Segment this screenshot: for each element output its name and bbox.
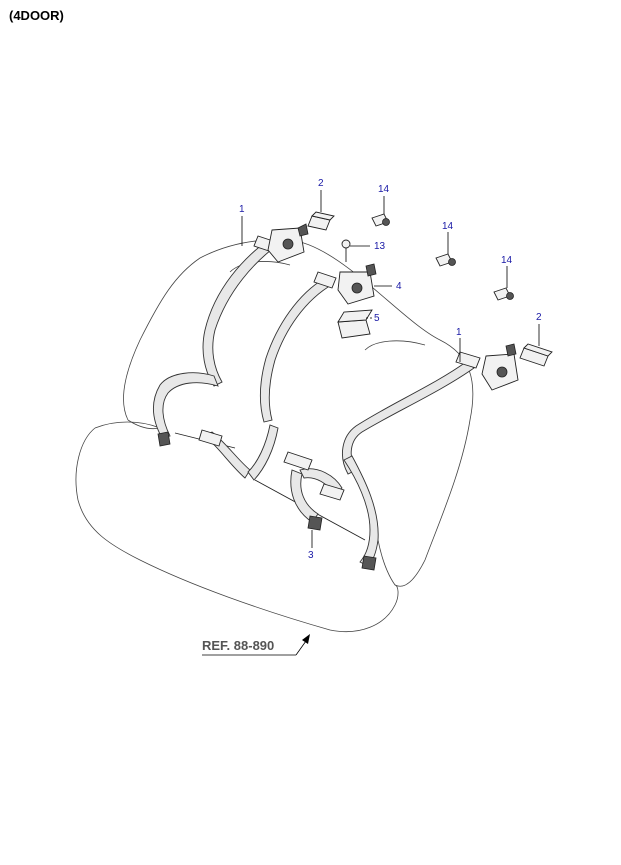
seat-back-outline xyxy=(123,239,474,587)
reference-arrow xyxy=(302,634,310,644)
callout-buckle: 3 xyxy=(308,550,314,561)
buckle-assembly xyxy=(283,451,345,531)
callout-retractor-center: 4 xyxy=(396,281,402,292)
callout-cover-left: 2 xyxy=(318,178,324,189)
bracket xyxy=(337,309,373,339)
callout-nut-a: 14 xyxy=(378,184,390,195)
nut-b xyxy=(435,253,456,267)
nut-a xyxy=(371,213,390,227)
callout-cover-right: 2 xyxy=(536,312,542,323)
retractor-right xyxy=(455,343,519,391)
callout-labels: 1 2 14 13 14 14 4 5 1 2 3 xyxy=(239,178,542,561)
reference-callout: REF. 88-890 xyxy=(202,634,310,656)
callout-belt-right: 1 xyxy=(456,327,462,338)
seat-cushion-outline xyxy=(75,421,399,632)
callout-nut-b: 14 xyxy=(442,221,454,232)
callout-bolt: 13 xyxy=(374,241,386,252)
cover-left xyxy=(307,211,335,231)
belt-left xyxy=(153,239,277,447)
callout-belt-left: 1 xyxy=(239,204,245,215)
reference-label: REF. 88-890 xyxy=(202,638,274,653)
retractor-left xyxy=(253,223,309,263)
retractor-center xyxy=(313,263,377,305)
leader-lines xyxy=(241,190,540,548)
page-title: (4DOOR) xyxy=(9,8,64,23)
nut-c xyxy=(493,287,514,301)
callout-nut-c: 14 xyxy=(501,255,513,266)
cover-right xyxy=(519,343,553,367)
belt-right xyxy=(341,361,475,571)
belt-center xyxy=(198,277,334,481)
bolt xyxy=(341,239,351,262)
callout-bracket: 5 xyxy=(374,313,380,324)
